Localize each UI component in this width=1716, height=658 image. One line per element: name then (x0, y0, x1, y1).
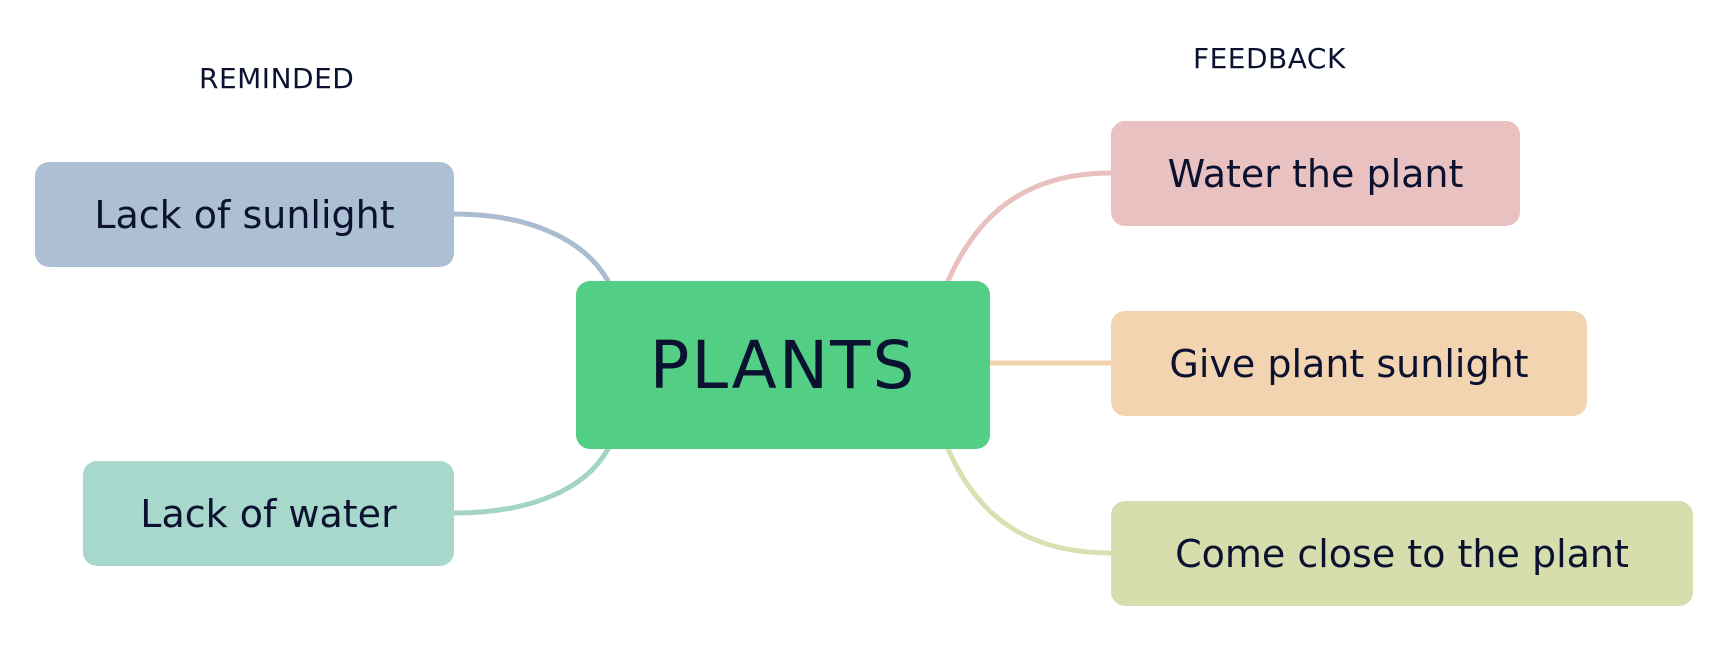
node-label: Lack of sunlight (94, 192, 395, 237)
node-come-close-to-the-plant[interactable]: Come close to the plant (1111, 501, 1693, 606)
node-label: Water the plant (1167, 151, 1464, 196)
node-lack-of-sunlight[interactable]: Lack of sunlight (35, 162, 454, 267)
connector-lack-of-sunlight (451, 211, 611, 284)
section-label-reminded: REMINDED (199, 62, 355, 95)
section-label-feedback: FEEDBACK (1193, 42, 1346, 75)
connector-water-the-plant (945, 170, 1114, 284)
node-label: Give plant sunlight (1169, 341, 1529, 386)
connector-lack-of-water (451, 446, 611, 516)
central-node-plants[interactable]: PLANTS (576, 281, 990, 449)
node-label: Come close to the plant (1175, 531, 1629, 576)
node-label: Lack of water (140, 491, 397, 536)
connector-come-close (945, 446, 1114, 556)
node-lack-of-water[interactable]: Lack of water (83, 461, 454, 566)
node-water-the-plant[interactable]: Water the plant (1111, 121, 1520, 226)
node-give-plant-sunlight[interactable]: Give plant sunlight (1111, 311, 1587, 416)
central-node-label: PLANTS (649, 326, 917, 404)
